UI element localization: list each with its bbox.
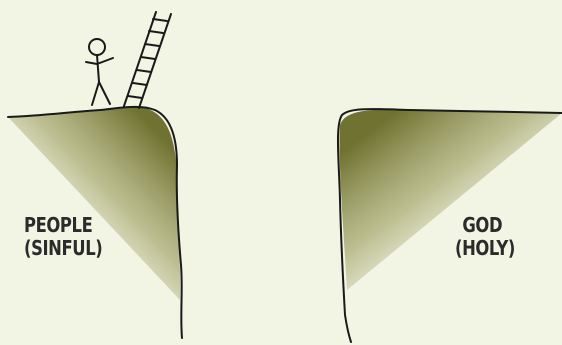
right-cliff-shading — [340, 110, 562, 290]
ladder — [124, 12, 171, 108]
label-god: GOD (HOLY) — [455, 214, 515, 260]
label-people: PEOPLE (SINFUL) — [24, 214, 102, 260]
stick-figure-head — [89, 39, 105, 55]
label-people-line1: PEOPLE — [24, 214, 102, 237]
label-god-line1: GOD — [455, 214, 515, 237]
label-people-line2: (SINFUL) — [24, 237, 102, 260]
left-cliff-shading — [8, 107, 180, 300]
label-god-line2: (HOLY) — [455, 237, 515, 260]
stick-figure-person — [86, 39, 113, 105]
